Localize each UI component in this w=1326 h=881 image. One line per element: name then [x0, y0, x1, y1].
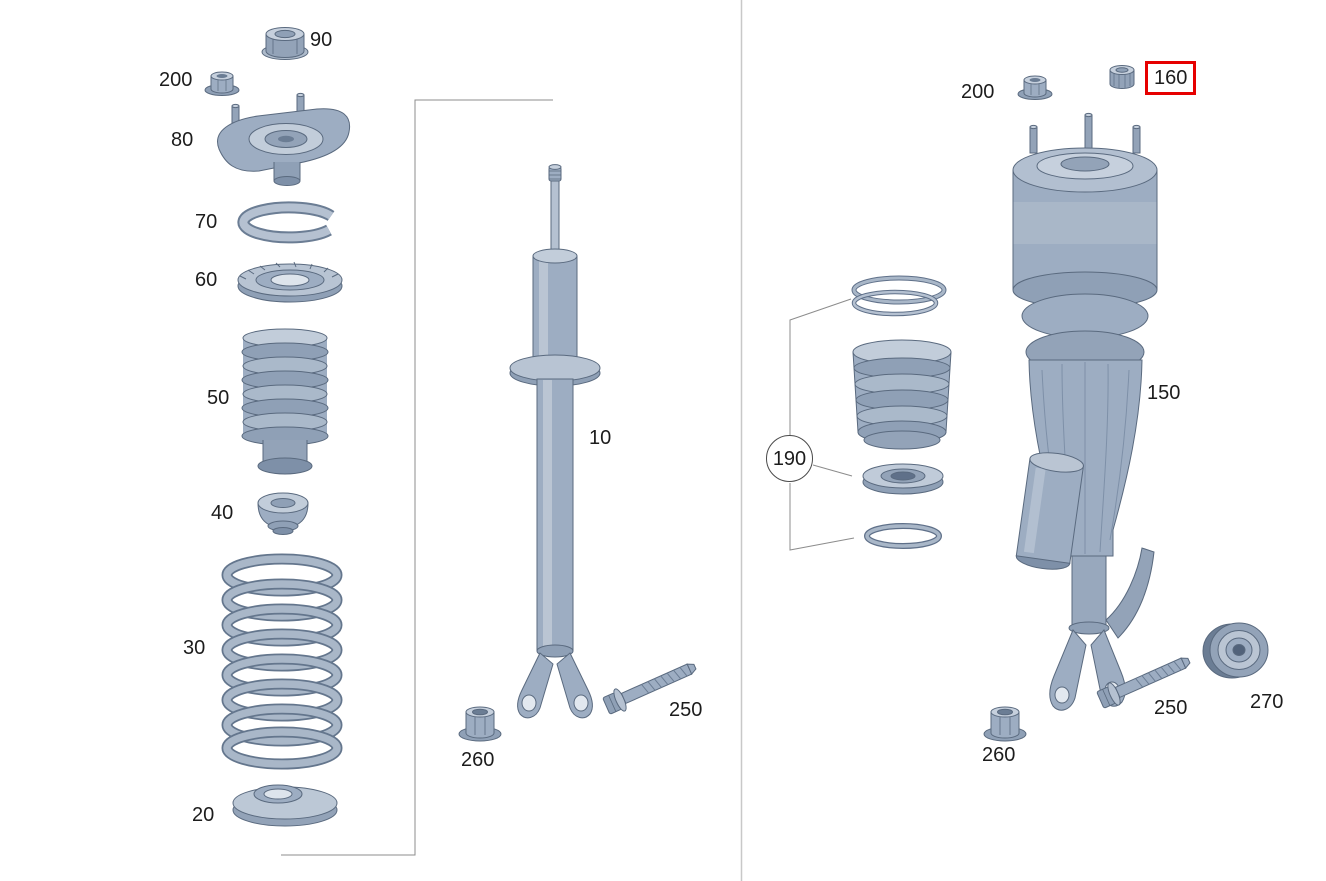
part-art-70-shim-ring[interactable] [237, 201, 335, 244]
right-panel-art [789, 65, 1269, 742]
part-label-40[interactable]: 40 [211, 502, 234, 524]
part-label-190-circled[interactable]: 190 [766, 435, 813, 482]
left-panel-art [204, 27, 701, 856]
part-label-80[interactable]: 80 [171, 129, 194, 151]
part-art-190-seal-washer[interactable] [862, 463, 944, 495]
part-label-160-highlighted[interactable]: 160 [1145, 61, 1197, 95]
part-label-30[interactable]: 30 [183, 637, 206, 659]
part-art-190-o-ring[interactable] [864, 523, 942, 549]
part-art-80-strut-mount[interactable] [217, 92, 351, 186]
part-label-250-left[interactable]: 250 [669, 699, 703, 721]
part-art-160-cap-nut[interactable] [1109, 65, 1135, 89]
part-art-60-spring-seat[interactable] [237, 261, 343, 303]
part-art-190-retaining-rings[interactable] [851, 275, 947, 317]
part-art-40-bump-stop[interactable] [257, 492, 309, 535]
part-label-150[interactable]: 150 [1147, 382, 1181, 404]
part-label-260-right[interactable]: 260 [982, 744, 1016, 766]
part-art-150-air-strut[interactable] [1012, 112, 1158, 711]
part-art-190-boot[interactable] [852, 339, 952, 450]
part-art-200-flange-nut-left[interactable] [204, 71, 240, 96]
part-art-20-lower-spring-seat[interactable] [232, 784, 338, 827]
assembly-bracket-line [281, 99, 553, 856]
part-art-50-dust-boot[interactable] [241, 328, 329, 475]
part-art-260-flange-nut-left[interactable] [458, 706, 502, 742]
part-label-20[interactable]: 20 [192, 804, 215, 826]
part-art-10-shock-absorber[interactable] [509, 164, 601, 719]
part-label-50[interactable]: 50 [207, 387, 230, 409]
part-art-90-lock-nut[interactable] [261, 27, 309, 60]
part-art-270-bushing[interactable] [1202, 622, 1269, 679]
part-label-200-left[interactable]: 200 [159, 69, 193, 91]
part-label-90[interactable]: 90 [310, 29, 333, 51]
part-label-260-left[interactable]: 260 [461, 749, 495, 771]
repair-kit-leader-lines [789, 298, 855, 551]
part-label-10[interactable]: 10 [589, 427, 612, 449]
part-label-200-right[interactable]: 200 [961, 81, 995, 103]
part-label-270[interactable]: 270 [1250, 691, 1284, 713]
part-art-30-coil-spring[interactable] [221, 553, 343, 770]
part-label-60[interactable]: 60 [195, 269, 218, 291]
part-label-70[interactable]: 70 [195, 211, 218, 233]
part-art-260-flange-nut-right[interactable] [983, 706, 1027, 742]
part-art-200-flange-nut-right[interactable] [1017, 75, 1053, 100]
part-label-250-right[interactable]: 250 [1154, 697, 1188, 719]
